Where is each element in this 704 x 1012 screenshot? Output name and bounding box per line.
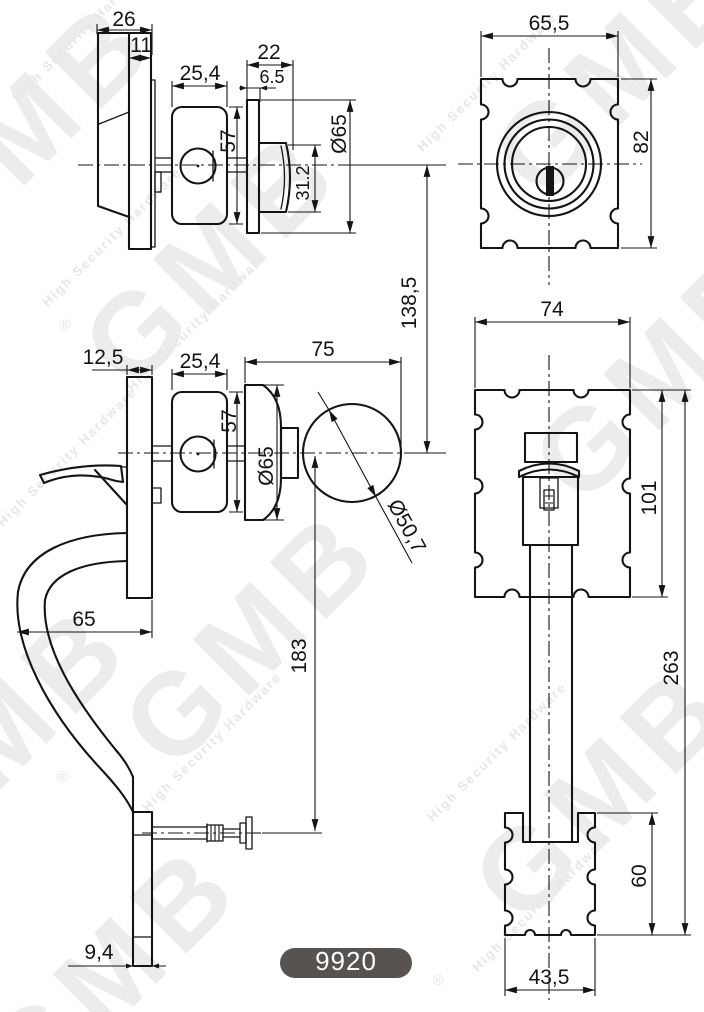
dim-plate-thickness: 12,5	[83, 346, 124, 369]
thumbturn-inner-curve	[280, 145, 286, 210]
ball-knob-circle	[301, 402, 403, 504]
lock-body-outline	[170, 390, 229, 514]
deadbolt-front-view: 65,5 82	[458, 12, 657, 285]
dim-body-width: 25,4	[180, 350, 221, 373]
latch-upper-block	[523, 431, 579, 464]
cylinder-outer-ring	[495, 110, 603, 218]
dim-thumbturn-base: 6.5	[259, 67, 284, 87]
watermark-registered-icon: ®	[56, 769, 67, 786]
dim-plate-height: 82	[630, 130, 653, 153]
dim-thumbturn-height: 31.2	[293, 165, 313, 200]
dim-bar-thickness: 9,4	[84, 941, 114, 964]
hub-circle	[179, 435, 217, 473]
extension-lines	[244, 357, 402, 448]
thumb-lever-front	[517, 462, 581, 479]
extension-lines	[474, 317, 631, 388]
dim-body-height: 57	[217, 129, 240, 152]
dim-plate-width: 65,5	[529, 12, 570, 35]
grip-outer-curve	[16, 531, 135, 814]
dim-rose-diameter: Ø65	[255, 446, 278, 486]
keyway-block	[539, 477, 559, 509]
watermark-registered-icon: ®	[59, 317, 70, 334]
handleset-front-view: 74 101 263 60 43,5	[473, 298, 691, 1000]
thumbturn-outline	[257, 141, 292, 214]
dim-thumbturn-depth: 22	[257, 41, 280, 64]
grip-inner-curve	[43, 559, 135, 779]
dim-overall-depth: 26	[112, 8, 135, 31]
bezel-taper-line	[98, 111, 130, 125]
lock-body-outline	[170, 105, 229, 226]
dim-plate-width: 74	[540, 298, 564, 321]
latch-housing	[521, 475, 580, 547]
bottom-plate-outline	[503, 811, 597, 937]
dim-body-height: 57	[218, 409, 241, 432]
spindle-lines	[154, 157, 248, 173]
dim-knob-projection: 75	[311, 338, 334, 361]
cylinder-inner-ring	[510, 125, 588, 203]
thumb-paddle-outline	[38, 464, 125, 485]
bar-joint-lines	[132, 834, 153, 938]
screw-head-flange	[245, 816, 253, 850]
key-slot	[546, 166, 554, 196]
hub-center-dot	[196, 164, 200, 168]
deadbolt-side-view: 26 11 25,4 22 6.5 57 31.2 Ø65 138,5	[78, 8, 446, 454]
diameter-leader-line	[317, 391, 413, 564]
knob-neck	[279, 426, 300, 480]
dim-line-o50-7	[328, 409, 377, 498]
keyway-inner	[543, 489, 555, 511]
model-number: 9920	[315, 946, 377, 976]
top-plate-outline	[473, 388, 632, 599]
dim-center-spacing: 138,5	[398, 277, 421, 330]
latch-tab	[151, 487, 162, 504]
outside-arrowheads	[240, 85, 267, 91]
model-badge: 9920	[280, 946, 412, 978]
dim-plate-height: 101	[638, 480, 661, 515]
dim-knob-diameter: Ø50,7	[383, 496, 431, 557]
extension-lines	[504, 938, 596, 996]
extension-lines	[263, 384, 284, 521]
plate-inner-layer	[150, 79, 156, 248]
dim-bottom-plate-height: 60	[628, 864, 651, 887]
dim-grip-length: 183	[288, 638, 311, 673]
paddle-lever-arm	[93, 468, 128, 506]
spindle-lines	[151, 445, 246, 462]
outside-arrowheads	[126, 963, 159, 969]
dim-grip-depth: 65	[72, 608, 95, 631]
escutcheon-plate-outline	[479, 77, 620, 250]
watermark-logo: GMB	[97, 482, 406, 791]
watermark-registered-icon: ®	[432, 972, 443, 989]
hub-center-dot	[196, 452, 200, 456]
screw-rod	[222, 828, 241, 838]
hub-circle	[179, 147, 217, 185]
extension-lines	[261, 99, 356, 234]
model-badge-pill	[280, 948, 412, 978]
dim-plate-thickness: 11	[130, 34, 152, 57]
handle-bar-front	[528, 543, 574, 844]
dim-body-width: 25,4	[180, 62, 221, 85]
dim-overall-height: 263	[660, 650, 683, 685]
watermark-tagline: High Security Hardware	[0, 384, 140, 529]
keyway-ticks	[545, 495, 553, 504]
interior-rose-plate	[245, 98, 261, 235]
screw-thread-ticks	[210, 825, 220, 841]
cylinder-middle-ring	[503, 118, 595, 210]
watermark-logo: GMB	[507, 217, 704, 526]
dim-rose-diameter: Ø65	[328, 114, 351, 154]
dim-bottom-plate-width: 43,5	[529, 966, 570, 989]
